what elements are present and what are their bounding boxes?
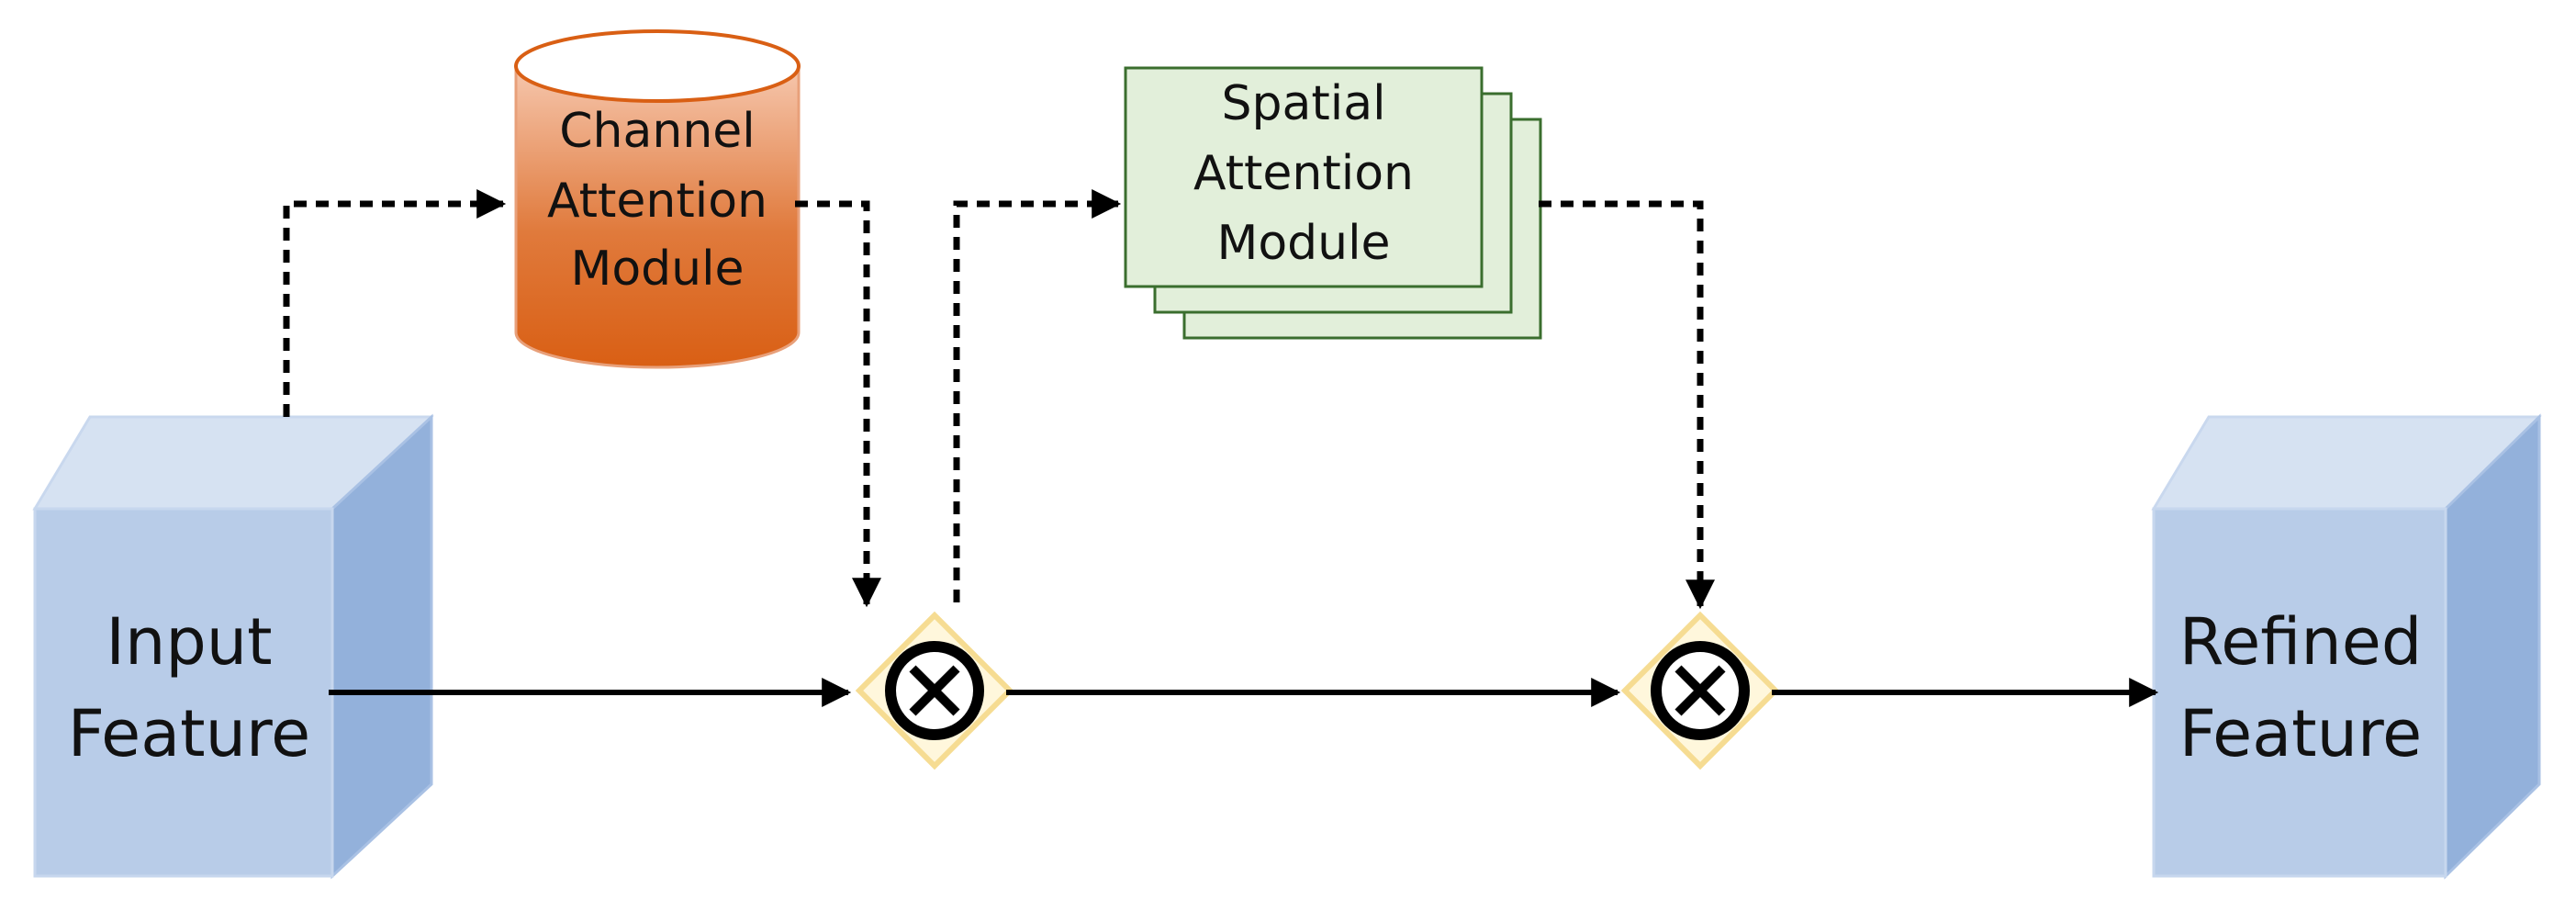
- arrow-op1-to-spatial: [953, 189, 1122, 602]
- channel-attention-label-line2: Attention: [547, 174, 767, 229]
- cube-front-face: [2152, 507, 2447, 878]
- refined-feature-label-line1: Refined: [2179, 604, 2423, 680]
- multiply-operator-icon: [885, 641, 984, 740]
- attention-arrows: [283, 189, 1715, 610]
- input-feature-cube: Input Feature: [32, 413, 434, 880]
- input-feature-label-line1: Input: [106, 604, 272, 680]
- input-feature-label-line2: Feature: [68, 696, 311, 771]
- spatial-card-front: [1124, 66, 1484, 288]
- refined-feature-cube: Refined Feature: [2151, 413, 2542, 880]
- multiply-operator-icon: [1651, 641, 1750, 740]
- channel-attention-label-line1: Channel: [559, 104, 755, 159]
- channel-attention-label-line3: Module: [570, 242, 744, 297]
- arrow-input-to-channel: [283, 189, 507, 417]
- spatial-attention-label-line1: Spatial: [1221, 76, 1385, 131]
- spatial-attention-module: Spatial Attention Module: [1124, 66, 1542, 340]
- spatial-attention-label-line2: Attention: [1193, 146, 1414, 201]
- arrow-channel-to-op1: [795, 200, 881, 608]
- cylinder-body: [514, 64, 801, 369]
- multiply-operator-2: [1620, 611, 1780, 770]
- refined-feature-label-line2: Feature: [2179, 696, 2423, 771]
- spatial-attention-label-line3: Module: [1216, 216, 1390, 271]
- cube-front-face: [33, 507, 334, 878]
- arrow-spatial-to-op2: [1539, 200, 1715, 610]
- multiply-operator-1: [855, 611, 1014, 770]
- cylinder-top: [514, 29, 801, 103]
- channel-attention-module: Channel Attention Module: [514, 29, 801, 369]
